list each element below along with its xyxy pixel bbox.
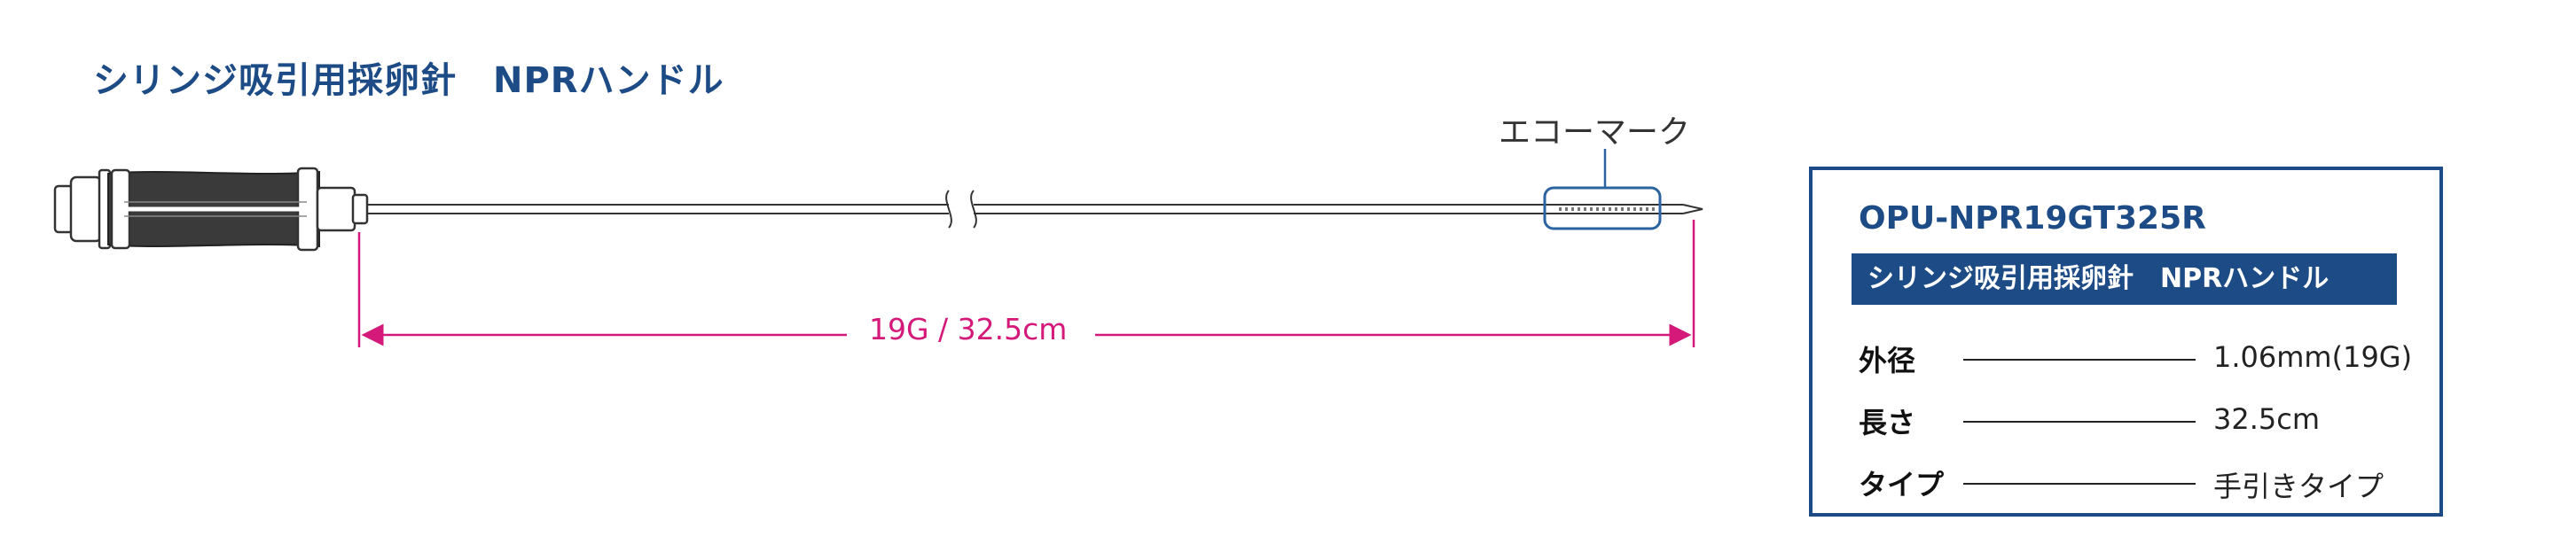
npr-handle	[107, 167, 320, 252]
length-dimension	[357, 220, 1695, 347]
luer-connector	[53, 168, 112, 250]
needle-shaft	[367, 190, 1703, 229]
echo-mark-label: エコーマーク	[1499, 114, 1691, 151]
leader-line	[1963, 483, 2196, 485]
model-number: OPU-NPR19GT325R	[1859, 200, 2206, 237]
spec-value: 手引きタイプ	[2213, 470, 2384, 503]
spec-value: 32.5cm	[2213, 402, 2321, 436]
leader-line	[1963, 421, 2196, 423]
spec-row-length: 長さ 32.5cm	[1859, 397, 2408, 441]
spec-key: タイプ	[1859, 468, 1945, 501]
spec-row-outer-diameter: 外径 1.06mm(19G)	[1859, 335, 2412, 379]
page-title: シリンジ吸引用採卵針 NPRハンドル	[93, 60, 724, 101]
echo-mark	[1543, 149, 1662, 230]
product-name-band: シリンジ吸引用採卵針 NPRハンドル	[1852, 253, 2397, 305]
needle-hub	[316, 186, 369, 232]
spec-row-type: タイプ 手引きタイプ	[1859, 459, 2408, 503]
length-dimension-label: 19G / 32.5cm	[869, 312, 1068, 346]
spec-value: 1.06mm(19G)	[2213, 340, 2413, 374]
spec-panel: OPU-NPR19GT325R シリンジ吸引用採卵針 NPRハンドル 外径 1.…	[1809, 167, 2443, 517]
spec-key: 外径	[1859, 344, 1916, 377]
leader-line	[1963, 359, 2196, 361]
spec-key: 長さ	[1859, 406, 1916, 439]
